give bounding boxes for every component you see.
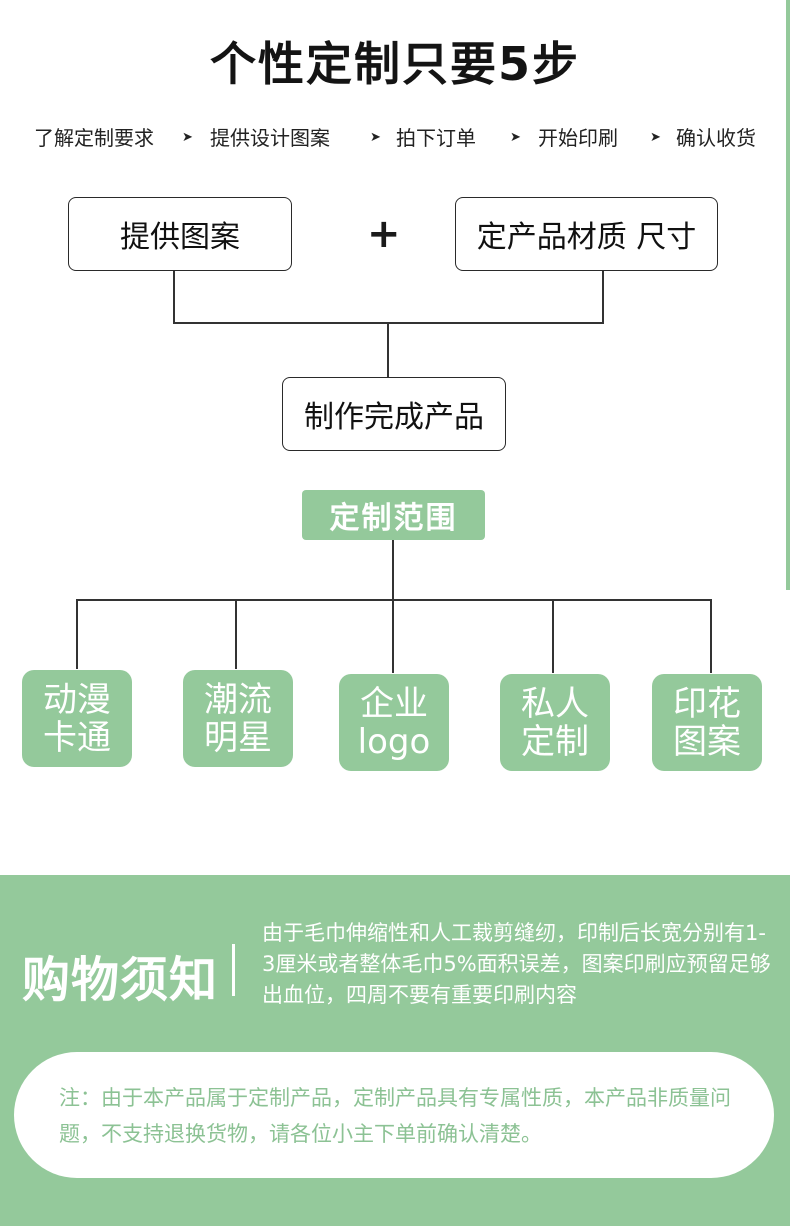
- scope-item-line: 动漫: [43, 679, 111, 720]
- connector-line: [173, 322, 604, 324]
- scope-item-line: 定制: [521, 721, 589, 762]
- scope-item-anime: 动漫卡通: [22, 670, 132, 767]
- arrow-right-icon: ➤: [182, 130, 193, 145]
- step-5: 确认收货: [676, 126, 756, 150]
- arrow-right-icon: ➤: [510, 130, 521, 145]
- connector-line: [710, 599, 712, 673]
- scope-item-line: 潮流: [204, 679, 272, 720]
- scope-item-line: 企业: [359, 683, 428, 724]
- box-material-size: 定产品材质 尺寸: [455, 197, 718, 271]
- scope-item-line: 图案: [673, 721, 741, 762]
- scope-item-personal: 私人定制: [500, 674, 610, 771]
- connector-line: [602, 271, 604, 323]
- step-1: 了解定制要求: [34, 126, 154, 150]
- notice-title: 购物须知: [22, 952, 219, 1008]
- step-3: 拍下订单: [396, 126, 476, 150]
- connector-line: [392, 540, 394, 600]
- note-card: 注：由于本产品属于定制产品，定制产品具有专属性质，本产品非质量问题，不支持退换货…: [14, 1052, 774, 1178]
- box-provide-pattern: 提供图案: [68, 197, 292, 271]
- connector-line: [392, 599, 394, 673]
- arrow-right-icon: ➤: [650, 130, 661, 145]
- step-2: 提供设计图案: [210, 126, 330, 150]
- plus-icon: +: [367, 211, 401, 257]
- divider: [232, 944, 235, 996]
- page-title: 个性定制只要5步: [209, 37, 580, 91]
- steps-row: 了解定制要求 ➤ 提供设计图案 ➤ 拍下订单 ➤ 开始印刷 ➤ 确认收货: [0, 124, 790, 154]
- scope-item-line: 私人: [521, 683, 589, 724]
- scope-badge: 定制范围: [302, 490, 485, 540]
- scope-item-line: 印花: [673, 683, 741, 724]
- scope-item-print: 印花图案: [652, 674, 762, 771]
- connector-line: [552, 599, 554, 673]
- connector-line: [173, 271, 175, 323]
- right-edge-accent: [786, 0, 790, 590]
- connector-line: [76, 599, 711, 601]
- scope-item-celebrity: 潮流明星: [183, 670, 293, 767]
- connector-line: [76, 599, 78, 669]
- scope-item-line: 明星: [204, 717, 272, 758]
- scope-item-line: logo: [357, 721, 431, 762]
- connector-line: [235, 599, 237, 669]
- box-finished-product: 制作完成产品: [282, 377, 506, 451]
- step-4: 开始印刷: [538, 126, 618, 150]
- notice-text: 由于毛巾伸缩性和人工裁剪缝纫，印制后长宽分别有1-3厘米或者整体毛巾5%面积误差…: [262, 921, 771, 1007]
- scope-item-line: 卡通: [43, 717, 111, 758]
- arrow-right-icon: ➤: [370, 130, 381, 145]
- note-text: 注：由于本产品属于定制产品，定制产品具有专属性质，本产品非质量问题，不支持退换货…: [59, 1086, 731, 1146]
- connector-line: [387, 322, 389, 377]
